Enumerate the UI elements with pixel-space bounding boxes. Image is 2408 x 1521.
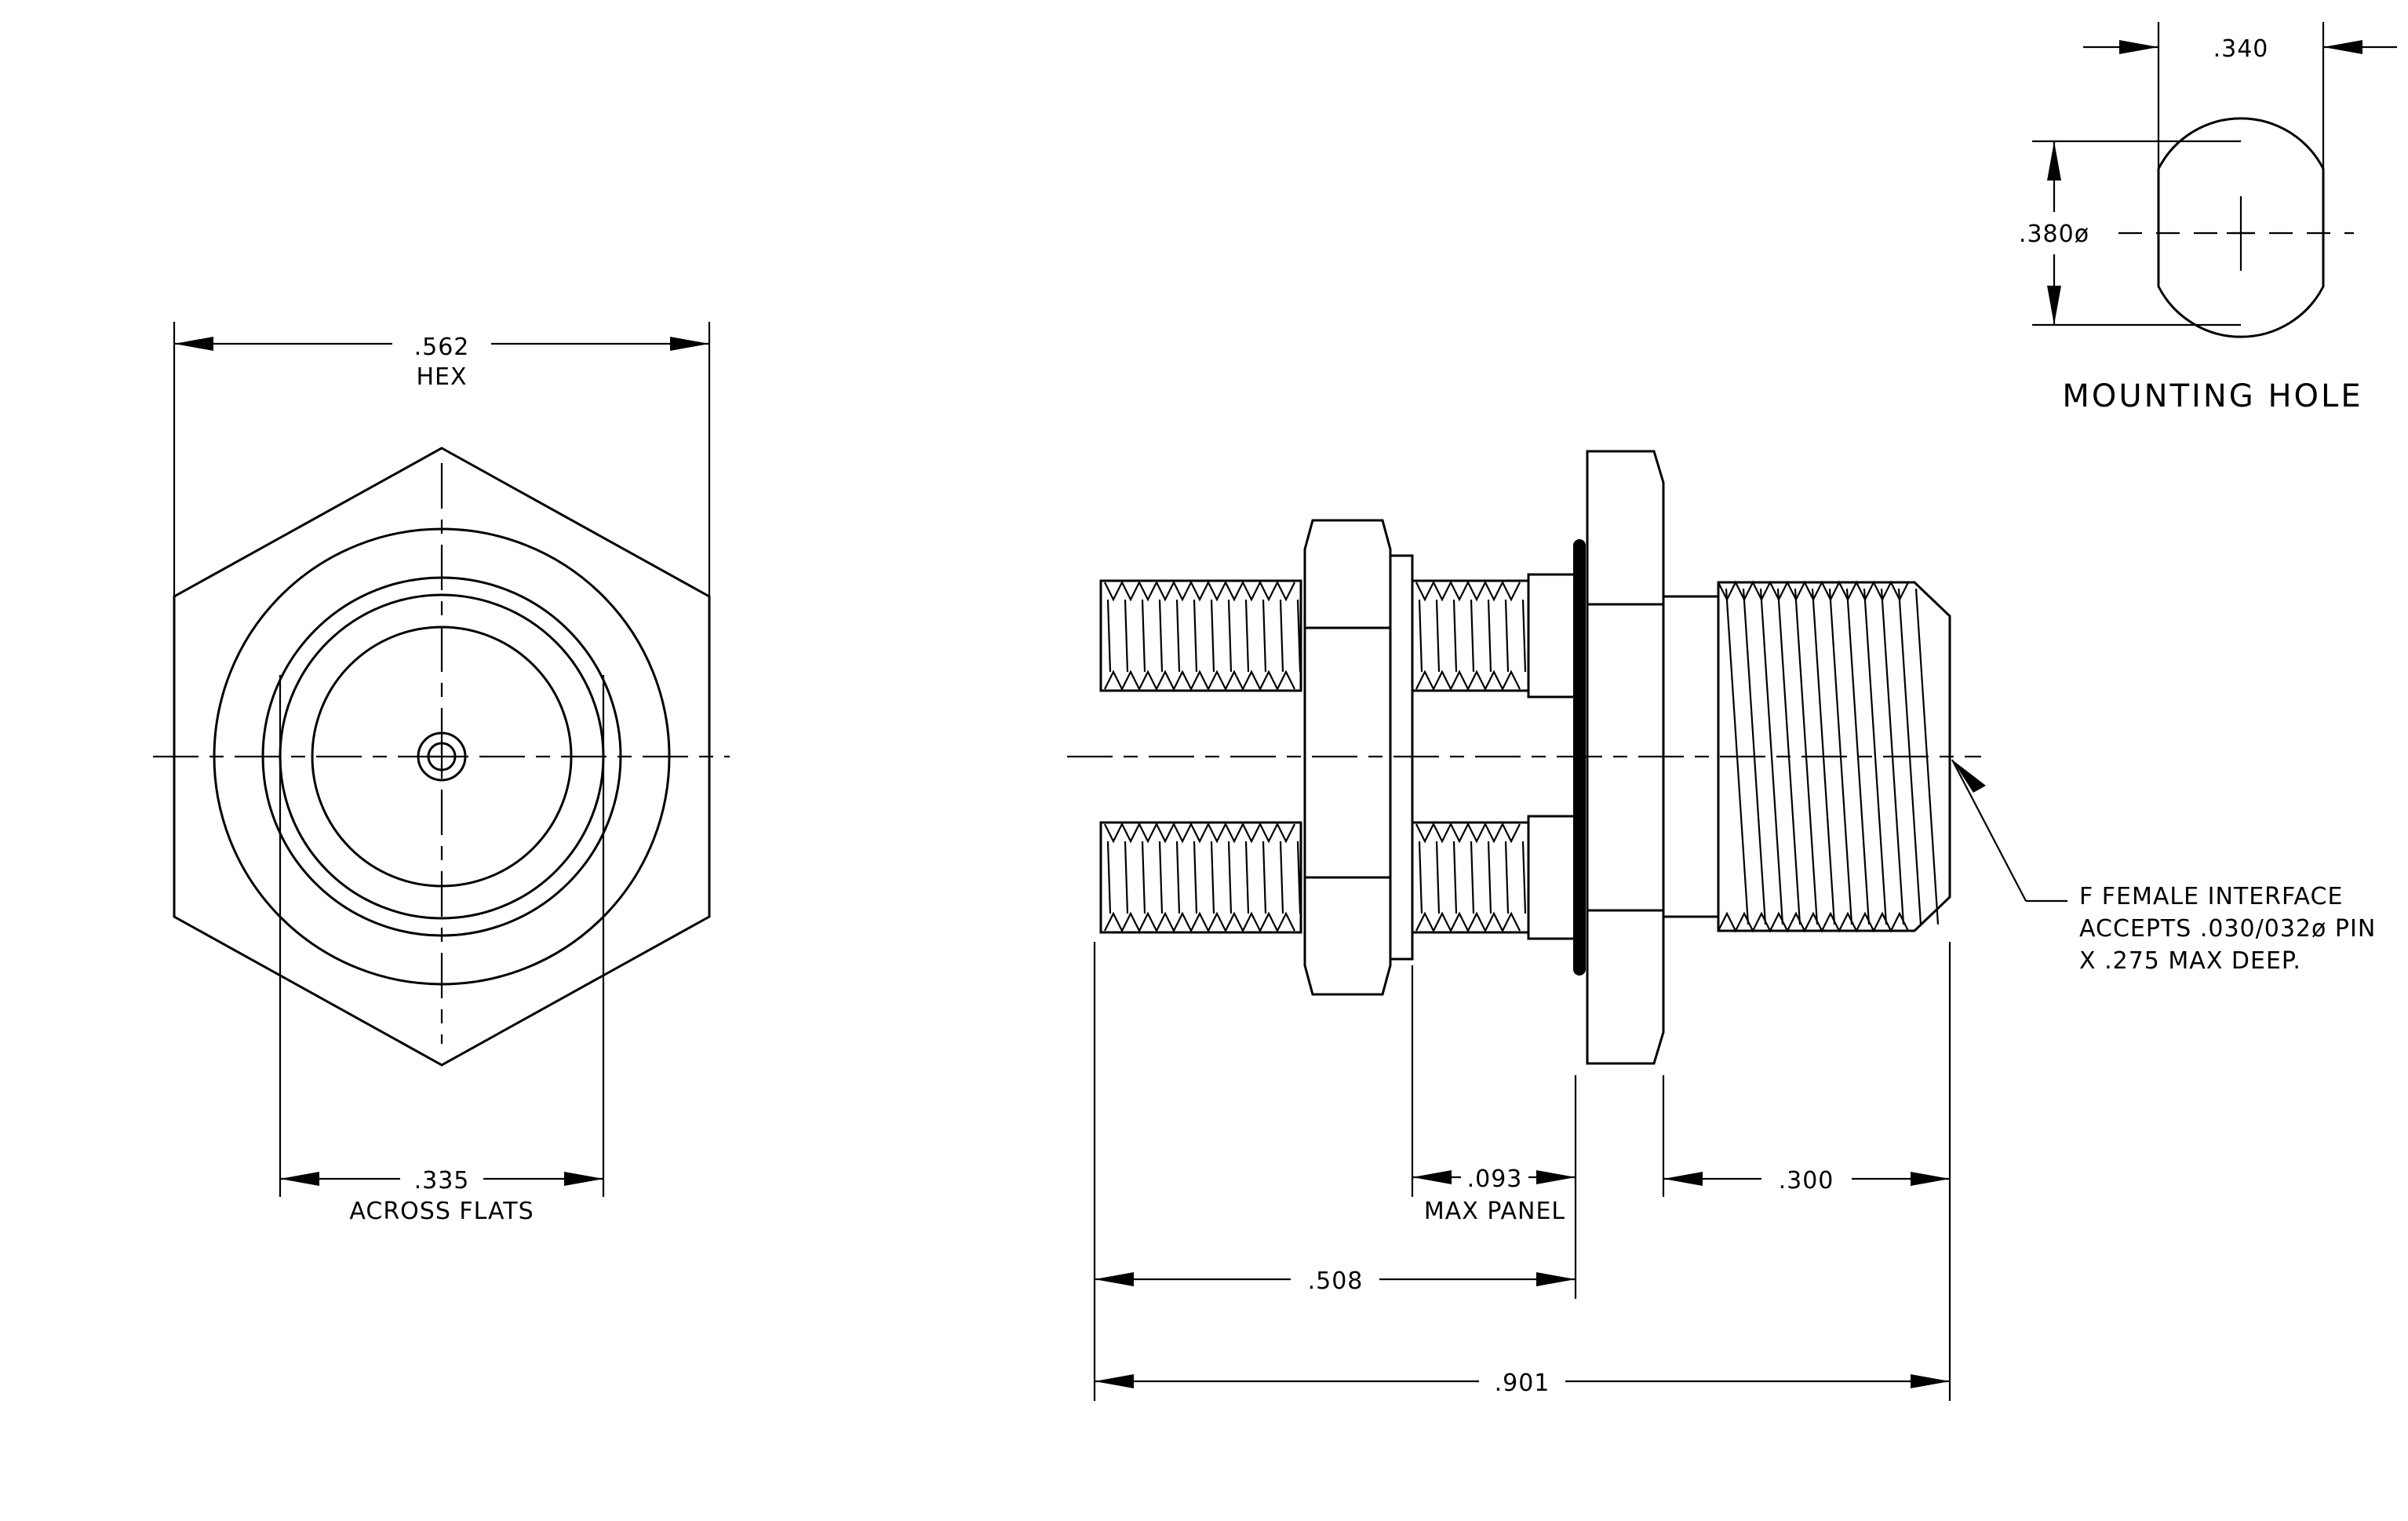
small-hex-nut xyxy=(1303,519,1392,996)
thread-line xyxy=(1296,841,1302,914)
thread-line xyxy=(1452,841,1458,914)
flats-dimension: .335 xyxy=(414,1167,470,1195)
mid-thread-lower xyxy=(1411,821,1530,934)
thread-line xyxy=(1158,599,1164,673)
flats-label: ACROSS FLATS xyxy=(349,1198,534,1225)
thread-line xyxy=(1141,841,1146,914)
thread-line xyxy=(1262,841,1267,914)
thread-line xyxy=(1521,841,1527,914)
thread-line xyxy=(1418,841,1423,914)
overall-length-dimension: .901 xyxy=(1495,1370,1550,1397)
thread-line xyxy=(1124,599,1129,673)
thread-line xyxy=(1175,599,1181,673)
panel-label: MAX PANEL xyxy=(1424,1198,1565,1225)
thread-crest xyxy=(1718,580,1909,602)
thread-line xyxy=(1863,588,1888,925)
mid-thread-upper xyxy=(1411,579,1530,692)
hole-width-dimension: .340 xyxy=(2213,35,2269,63)
thread-line xyxy=(1504,599,1510,673)
left-length-dimension: .508 xyxy=(1308,1268,1364,1295)
thread-line xyxy=(1210,599,1215,673)
hex-label: HEX xyxy=(416,363,467,391)
thread-crest xyxy=(1415,669,1521,691)
thread-line xyxy=(1418,599,1423,673)
thread-line xyxy=(1227,841,1233,914)
thread-crest xyxy=(1104,822,1295,844)
note-line-3: X .275 MAX DEEP. xyxy=(2079,947,2301,975)
note-line-1: F FEMALE INTERFACE xyxy=(2079,883,2343,910)
flange-hex-nut xyxy=(1586,450,1665,1065)
thread-line xyxy=(1521,599,1527,673)
mounting-hole-view: .340 .380ø MOUNTING HOLE xyxy=(2019,22,2397,414)
d-flat-hole xyxy=(2157,117,2325,338)
thread-line xyxy=(1158,841,1164,914)
mounting-hole-title: MOUNTING HOLE xyxy=(2062,378,2362,414)
thread-line xyxy=(1470,841,1475,914)
thread-line xyxy=(1487,841,1492,914)
thread-line xyxy=(1279,599,1284,673)
panel-dimension: .093 xyxy=(1467,1165,1523,1193)
thread-length-dimension: .300 xyxy=(1779,1167,1834,1195)
thread-line xyxy=(1262,599,1267,673)
side-view: F FEMALE INTERFACE ACCEPTS .030/032ø PIN… xyxy=(1067,450,2376,1401)
thread-crest xyxy=(1104,669,1295,691)
hole-diameter-dimension: .380ø xyxy=(2019,221,2089,248)
thread-line xyxy=(1470,599,1475,673)
thread-line xyxy=(1487,599,1492,673)
thread-line xyxy=(1504,841,1510,914)
thread-line xyxy=(1193,599,1198,673)
thread-line xyxy=(1244,599,1250,673)
thread-line xyxy=(1210,841,1215,914)
left-thread-lower xyxy=(1099,821,1302,934)
thread-line xyxy=(1124,841,1129,914)
note-line-2: ACCEPTS .030/032ø PIN xyxy=(2079,915,2376,943)
thread-line xyxy=(1279,841,1284,914)
front-view: .562 HEX .335 ACROSS FLATS xyxy=(153,322,730,1225)
thread-crest xyxy=(1104,911,1295,933)
mid-collar-lower xyxy=(1527,815,1577,940)
thread-line xyxy=(1175,841,1181,914)
thread-line xyxy=(1106,841,1112,914)
thread-line xyxy=(1193,841,1198,914)
thread-crest xyxy=(1415,822,1521,844)
thread-line xyxy=(1141,599,1146,673)
thread-crest xyxy=(1415,911,1521,933)
thread-crest xyxy=(1415,580,1521,602)
thread-line xyxy=(1244,841,1250,914)
thread-line xyxy=(1435,841,1441,914)
thread-line xyxy=(1227,599,1233,673)
thread-line xyxy=(1435,599,1441,673)
thread-line xyxy=(1759,588,1784,925)
thread-line xyxy=(1106,599,1112,673)
mid-collar-upper xyxy=(1527,573,1577,698)
thread-crest xyxy=(1718,911,1909,933)
thread-crest xyxy=(1104,580,1295,602)
thread-line xyxy=(1296,599,1302,673)
left-thread-upper xyxy=(1099,579,1302,692)
thread-line xyxy=(1452,599,1458,673)
hex-dimension: .562 xyxy=(414,334,470,361)
